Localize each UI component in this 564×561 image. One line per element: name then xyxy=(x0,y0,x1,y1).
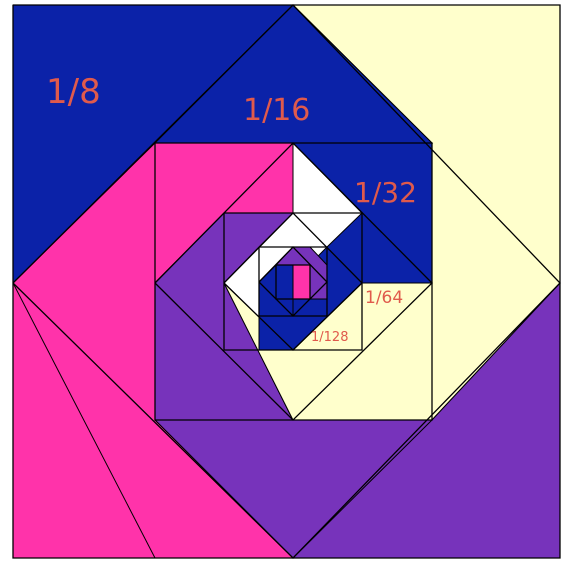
label-1-16: 1/16 xyxy=(243,93,310,128)
label-1-32: 1/32 xyxy=(354,176,417,209)
label-1-64: 1/64 xyxy=(365,288,403,308)
label-1-8: 1/8 xyxy=(46,72,101,112)
label-1-128: 1/128 xyxy=(311,330,348,345)
spiral-core-pink xyxy=(293,265,310,299)
